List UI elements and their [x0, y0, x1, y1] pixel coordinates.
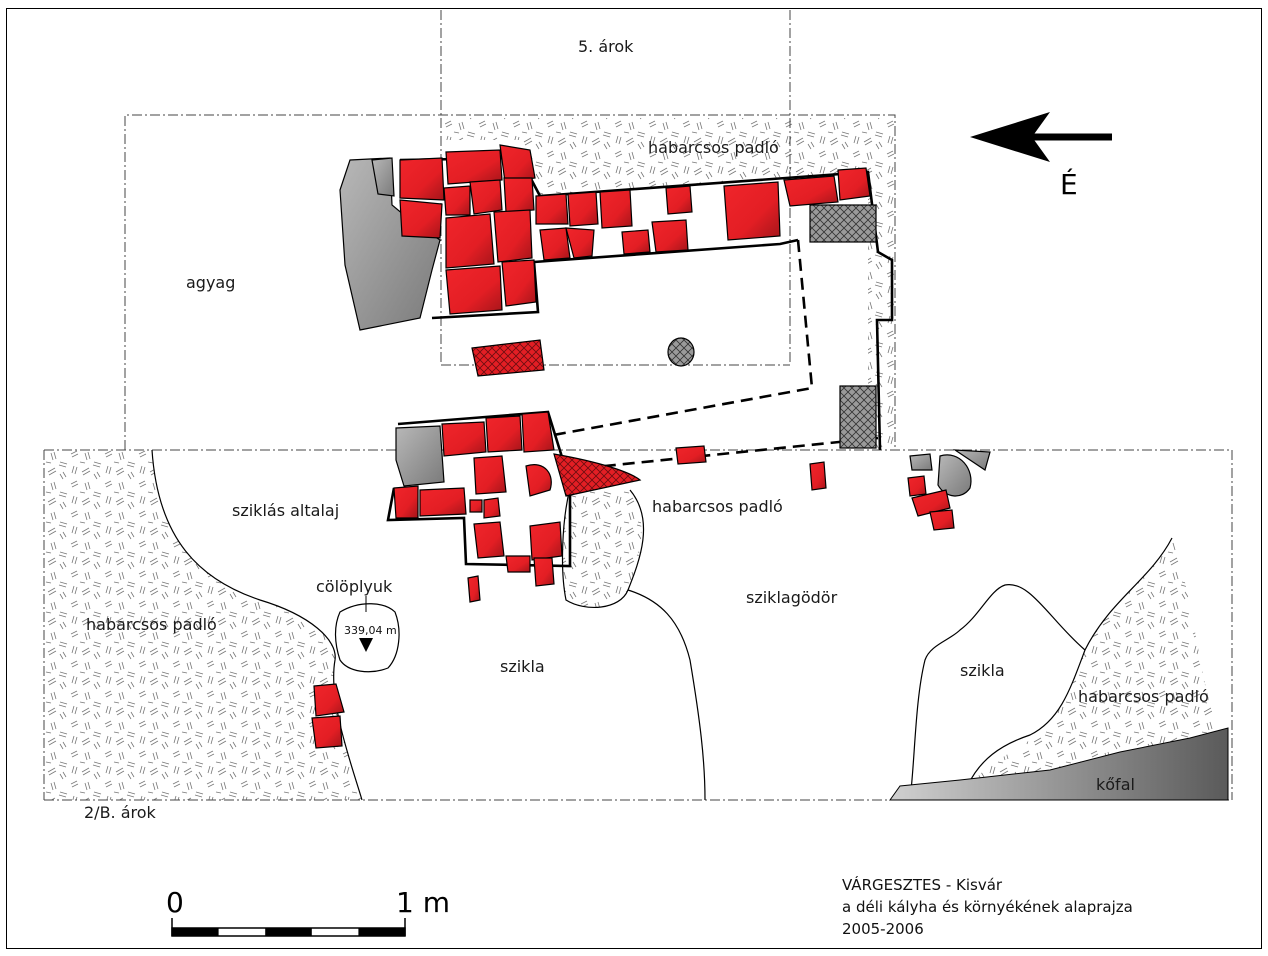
- mortar-floor-top-label: habarcsos padló: [648, 138, 779, 157]
- north-arrow: É: [970, 112, 1112, 201]
- mortar-floor-hatch: [44, 118, 1228, 800]
- stones: [339, 157, 1229, 801]
- posthole: [334, 596, 400, 673]
- hatched-pieces: [471, 204, 877, 497]
- caption: VÁRGESZTES - Kisvár a déli kályha és kör…: [842, 875, 1133, 938]
- rock-pit-label: sziklagödör: [746, 588, 838, 607]
- rock-center-label: szikla: [500, 657, 545, 676]
- stone-wall-label: kőfal: [1096, 775, 1135, 794]
- bricks: [311, 144, 955, 749]
- mortar-floor-right-label: habarcsos padló: [1078, 687, 1209, 706]
- mortar-floor-left-label: habarcsos padló: [86, 615, 217, 634]
- mortar-floor-mid-label: habarcsos padló: [652, 497, 783, 516]
- depth-arrow-icon: [359, 638, 373, 652]
- scale-start-label: 0: [166, 886, 184, 919]
- trench-5-label: 5. árok: [578, 37, 634, 56]
- rocky-subsoil-label: sziklás altalaj: [232, 501, 339, 520]
- trench-2b-label: 2/B. árok: [84, 803, 157, 822]
- scale-bar: 0 1 m: [166, 886, 450, 937]
- stone-wall-shape: [889, 727, 1229, 801]
- furnace-wall: [386, 156, 894, 568]
- arrow-left-icon: [970, 112, 1050, 162]
- north-marker-label: É: [1060, 167, 1078, 201]
- caption-line-1: VÁRGESZTES - Kisvár: [842, 875, 1003, 894]
- caption-line-3: 2005-2006: [842, 920, 924, 938]
- plan-labels: 5. árok habarcsos padló agyag sziklás al…: [84, 37, 1209, 822]
- posthole-depth-label: 339,04 m: [344, 624, 397, 637]
- rock-right-label: szikla: [960, 661, 1005, 680]
- frame-border: [6, 8, 1262, 949]
- caption-line-2: a déli kályha és környékének alaprajza: [842, 898, 1133, 916]
- clay-label: agyag: [186, 273, 235, 292]
- scale-end-label: 1 m: [396, 886, 450, 919]
- posthole-label: cölöplyuk: [316, 577, 393, 596]
